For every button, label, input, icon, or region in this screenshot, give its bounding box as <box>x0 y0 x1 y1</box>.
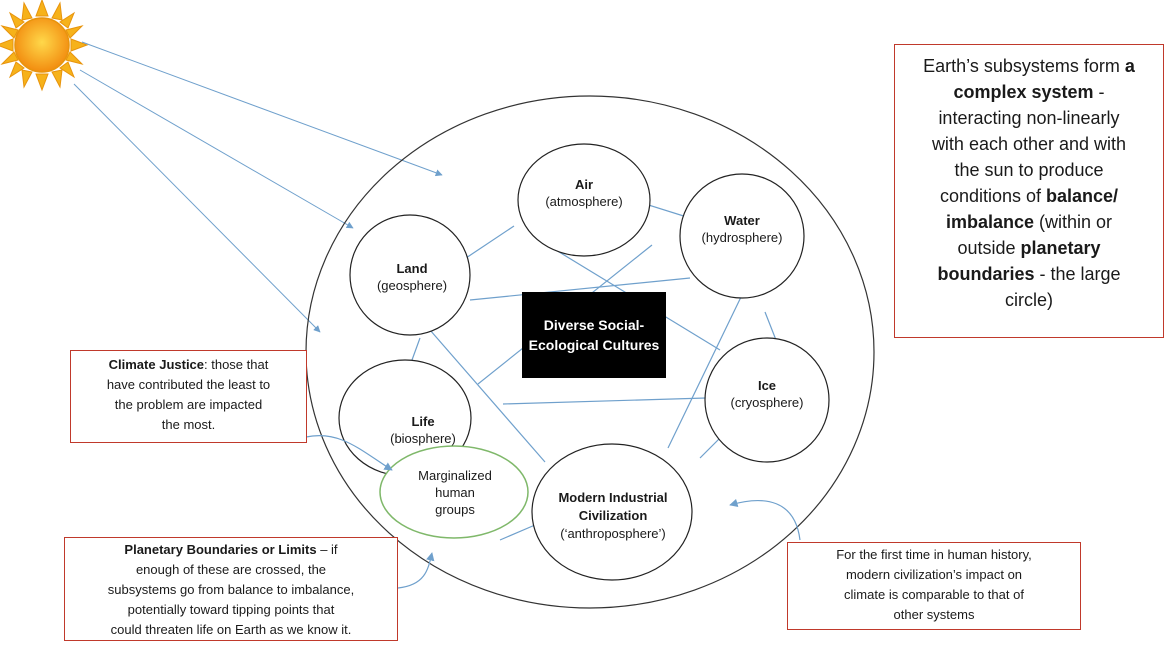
center-label-box: Diverse Social- Ecological Cultures <box>522 292 666 378</box>
ice-label: Ice (cryosphere) <box>707 377 827 411</box>
air-sub: (atmosphere) <box>545 194 623 209</box>
life-label: Life (biosphere) <box>363 413 483 447</box>
planetary-boundaries-callout: Planetary Boundaries or Limits – if enou… <box>64 537 398 641</box>
boundaries-line3: subsystems go from balance to imbalance, <box>107 582 355 597</box>
air-circle <box>517 143 651 257</box>
complex-line2: complex system <box>953 82 1094 102</box>
modern-label: Modern Industrial Civilization (‘anthrop… <box>548 489 678 543</box>
marginalized-line1: Marginalized <box>418 468 492 483</box>
marginalized-line2: human <box>435 485 475 500</box>
land-sub: (geosphere) <box>376 278 448 293</box>
modern-circle <box>531 443 693 581</box>
life-name: Life <box>411 414 435 429</box>
justice-line2: have contributed the least to <box>106 377 271 392</box>
first-time-line3: climate is comparable to that of <box>844 587 1024 602</box>
justice-arrow <box>305 435 393 471</box>
justice-line1: : those that <box>204 357 269 372</box>
complex-line4: with each other and with <box>931 134 1127 154</box>
complex-line8a: outside <box>957 238 1021 258</box>
ice-name: Ice <box>757 378 777 393</box>
sun-arrow-1 <box>81 41 443 177</box>
complex-line3: interacting non-linearly <box>938 108 1120 128</box>
complex-line8b: planetary <box>1020 238 1101 258</box>
water-name: Water <box>724 213 760 228</box>
water-label: Water (hydrosphere) <box>682 212 802 246</box>
water-circle <box>679 173 805 299</box>
ice-circle <box>704 337 830 463</box>
complex-line9b: - the large <box>1034 264 1121 284</box>
first-time-line1: For the first time in human history, <box>836 547 1032 562</box>
modern-sub: (‘anthroposphere’) <box>560 526 666 541</box>
center-label-line1: Diverse Social- <box>543 317 645 333</box>
first-time-line4: other systems <box>893 607 975 622</box>
air-name: Air <box>574 177 594 192</box>
first-time-arrow <box>729 498 801 541</box>
complex-line9a: boundaries <box>937 264 1035 284</box>
boundaries-line4: potentially toward tipping points that <box>127 602 335 617</box>
land-name: Land <box>396 261 428 276</box>
complex-line10: circle) <box>1005 290 1053 310</box>
complex-system-callout: Earth’s subsystems form a complex system… <box>894 44 1164 338</box>
ice-sub: (cryosphere) <box>730 395 804 410</box>
sun-arrow-2 <box>79 69 354 229</box>
first-time-callout: For the first time in human history, mod… <box>787 542 1081 630</box>
boundaries-title: Planetary Boundaries or Limits <box>124 542 317 557</box>
complex-line7b: (within or <box>1034 212 1113 232</box>
boundaries-line1: – if <box>316 542 338 557</box>
complex-line6b: balance/ <box>1046 186 1119 206</box>
center-label-line2: Ecological Cultures <box>528 337 660 353</box>
marginalized-label: Marginalized human groups <box>400 467 510 518</box>
marginalized-line3: groups <box>435 502 475 517</box>
complex-line5: the sun to produce <box>954 160 1104 180</box>
complex-line6a: conditions of <box>939 186 1047 206</box>
boundaries-line2: enough of these are crossed, the <box>135 562 327 577</box>
justice-line4: the most. <box>161 417 216 432</box>
complex-line1b: a <box>1124 56 1135 76</box>
climate-justice-callout: Climate Justice: those that have contrib… <box>70 350 307 443</box>
life-sub: (biosphere) <box>390 431 456 446</box>
complex-line2b: - <box>1093 82 1105 102</box>
boundaries-line5: could threaten life on Earth as we know … <box>110 622 352 637</box>
sun-icon <box>0 0 89 92</box>
land-label: Land (geosphere) <box>352 260 472 294</box>
land-circle <box>349 214 471 336</box>
first-time-line2: modern civilization’s impact on <box>845 567 1023 582</box>
sun-arrow-3 <box>73 83 321 333</box>
justice-line3: the problem are impacted <box>114 397 263 412</box>
complex-line7a: imbalance <box>945 212 1034 232</box>
boundaries-arrow <box>397 552 435 589</box>
justice-title: Climate Justice <box>108 357 205 372</box>
air-label: Air (atmosphere) <box>524 176 644 210</box>
modern-name-2: Civilization <box>578 508 648 523</box>
complex-line1a: Earth’s subsystems form <box>923 56 1125 76</box>
marginalized-circle <box>379 445 529 539</box>
modern-name-1: Modern Industrial <box>558 490 668 505</box>
water-sub: (hydrosphere) <box>701 230 783 245</box>
